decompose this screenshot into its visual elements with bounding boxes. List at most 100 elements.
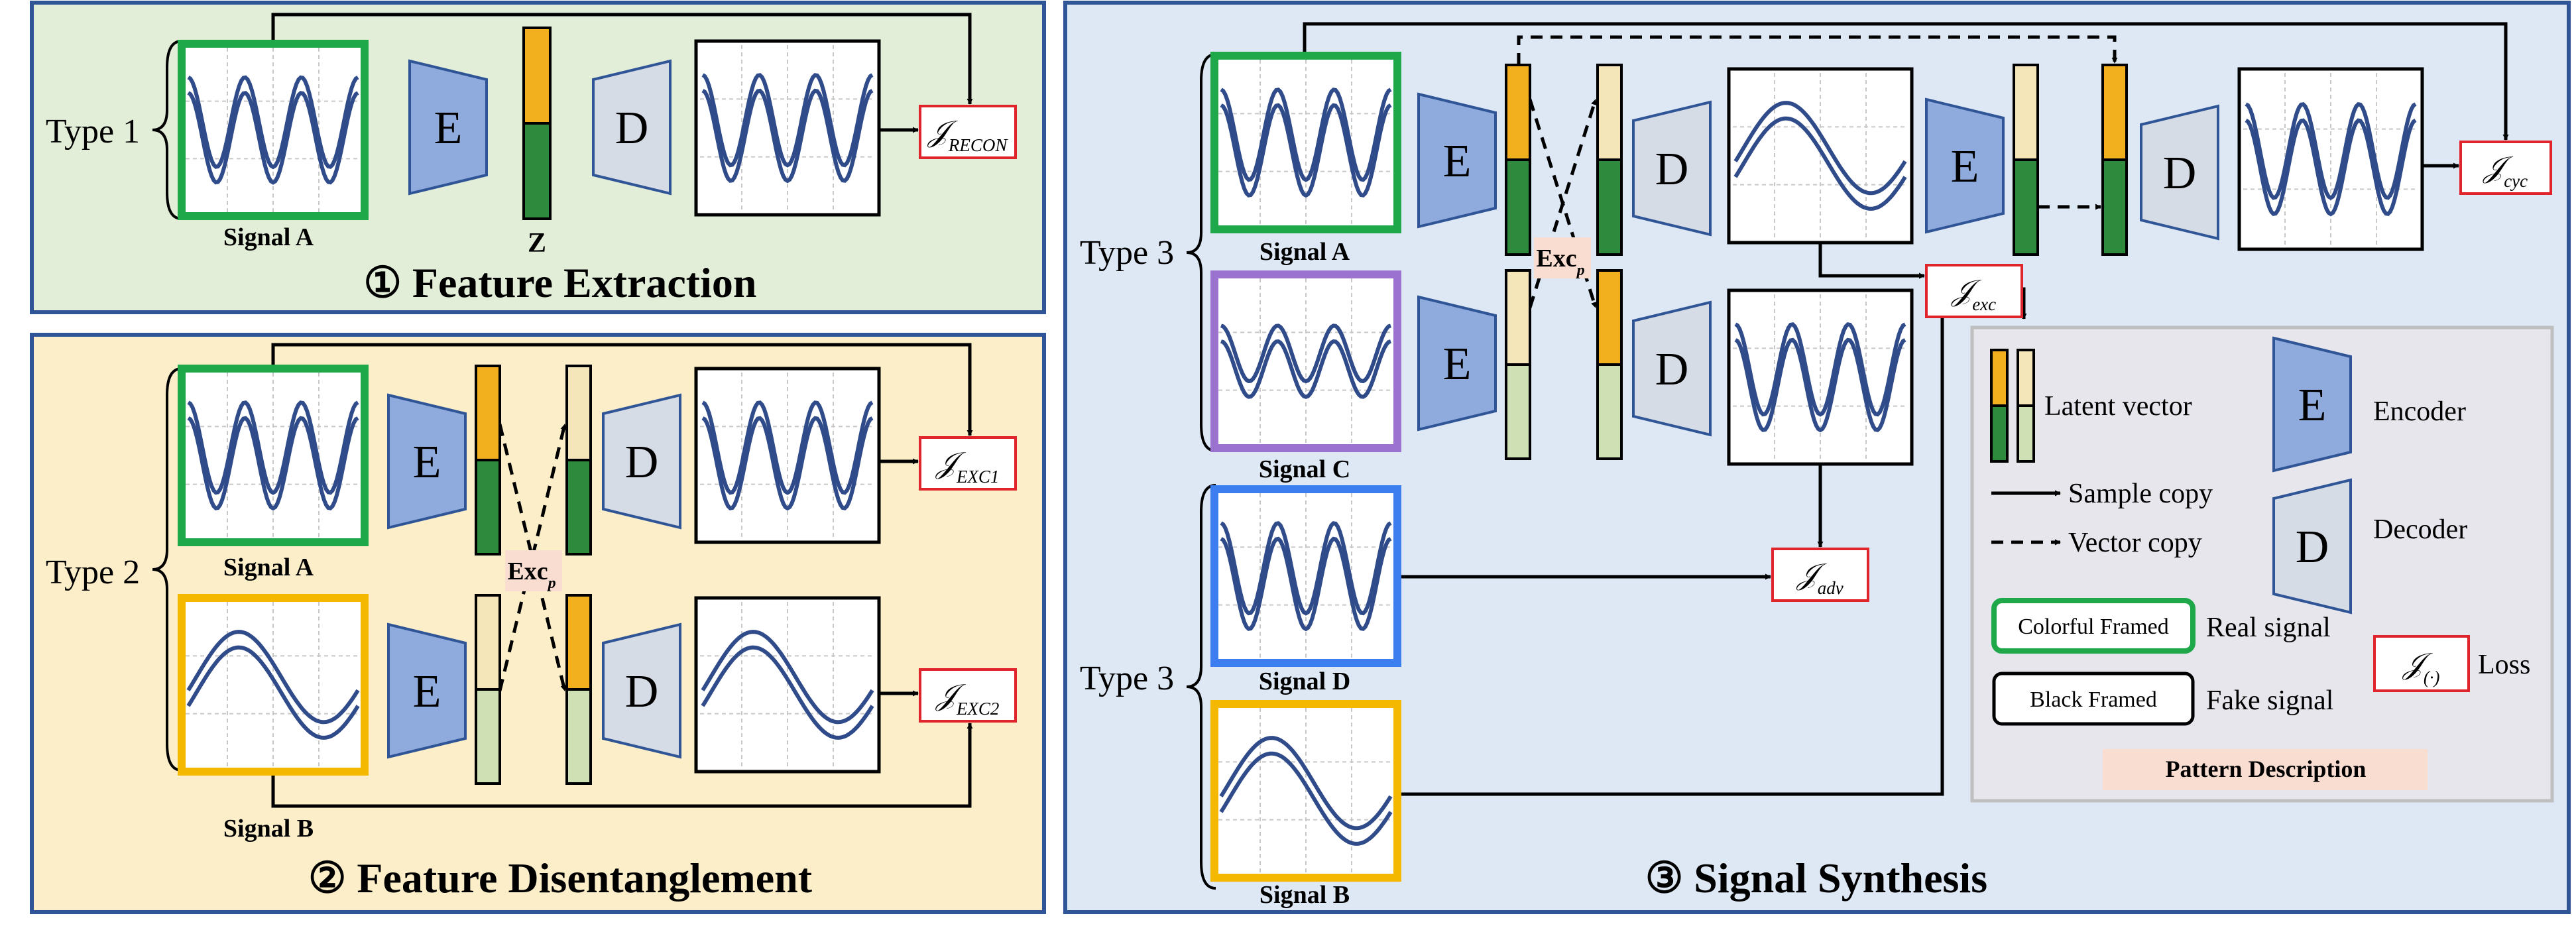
p3-latent-cyc-top xyxy=(2013,64,2039,161)
p2-recon-b-wave-0 xyxy=(701,630,874,725)
legend-encoder xyxy=(2272,336,2352,473)
legend-loss-box-label-sub: (·) xyxy=(2424,668,2440,687)
p2-signal-a-wave-0 xyxy=(187,400,359,495)
legend-encoder-label: Encoder xyxy=(2373,396,2466,427)
p1-encoder xyxy=(408,59,488,196)
p1-signal-a-label: Signal A xyxy=(223,223,314,251)
p3-exc-label: Excp xyxy=(1536,245,1584,279)
p3-exc-bg xyxy=(1534,237,1591,278)
p2-decoder-b xyxy=(602,622,681,759)
p3-loss-exc xyxy=(1925,264,2023,318)
p1-type-label: Type 1 xyxy=(46,113,140,150)
p2-encoder-b xyxy=(387,622,467,759)
p2-loss-exc2 xyxy=(919,668,1017,723)
legend-sample-copy-label: Sample copy xyxy=(2068,479,2213,509)
p1-signal-a-wave-0 xyxy=(187,75,359,170)
p3-encoder-c-letter: E xyxy=(1443,339,1472,390)
p3-brace-top xyxy=(1186,53,1216,452)
p3-type-label-bottom: Type 3 xyxy=(1080,660,1174,697)
p3-latent-a-bottom xyxy=(1505,158,1531,256)
p3-skip-cyc xyxy=(1303,22,2509,141)
p3-signal-c xyxy=(1210,270,1401,452)
p3-loss-cyc xyxy=(2459,141,2552,195)
p3-latent-c-top xyxy=(1505,269,1531,366)
p3-loss-adv xyxy=(1771,548,1869,602)
p1-signal-a xyxy=(178,40,369,220)
p2-latent-b-swap-top xyxy=(565,594,592,691)
p2-skip-b xyxy=(271,723,973,808)
p1-encoder-letter: E xyxy=(434,103,463,154)
p2-signal-b-label: Signal B xyxy=(223,815,314,843)
p2-signal-a-label: Signal A xyxy=(223,554,314,581)
p1-decoder xyxy=(592,59,672,196)
p3-signal-c-wave-0 xyxy=(1220,323,1391,384)
p1-recon-wave-1 xyxy=(701,88,874,184)
p2-brace xyxy=(152,367,182,772)
legend-loss-box xyxy=(2373,635,2470,692)
p1-latent-bottom xyxy=(522,122,552,220)
p1-loss-recon-label: 𝒥RECON xyxy=(927,115,1009,155)
p3-encoder-cyc-letter: E xyxy=(1951,141,1979,192)
p2-signal-b-grid xyxy=(186,602,361,768)
p3-vec-copy-top xyxy=(1517,35,2118,65)
p2-swap-ab xyxy=(498,424,567,691)
p3-exc-label-sub: p xyxy=(1576,262,1585,279)
p3-cyc-recon-wave-1 xyxy=(2245,118,2417,217)
p3-signal-d-wave-0 xyxy=(1220,521,1392,616)
p3-cyc-recon-wave-0 xyxy=(2245,102,2417,201)
legend-vector-copy-label: Vector copy xyxy=(2068,528,2202,558)
p2-loss-exc1 xyxy=(919,436,1017,491)
p2-swap-ba xyxy=(498,424,567,691)
p2-recon-b-grid xyxy=(700,602,875,768)
p3-type-label-top: Type 3 xyxy=(1080,234,1174,272)
p3-signal-b-wave-1 xyxy=(1219,751,1393,846)
p3-decoder-c xyxy=(1632,300,1712,437)
p2-exc-label-main: Exc xyxy=(507,557,548,585)
p3-latent-cyc-swap-bottom xyxy=(2101,158,2128,256)
p3-latent-c-swap-top xyxy=(1596,269,1623,366)
p3-gen-a-wave-0 xyxy=(1733,101,1907,196)
p2-encoder-a-letter: E xyxy=(413,437,441,488)
p2-loss-exc1-label: 𝒥EXC1 xyxy=(935,447,1000,487)
p2-latent-a-top xyxy=(475,365,501,461)
p3-gen-a xyxy=(1727,67,1914,245)
p1-latent-top xyxy=(522,27,552,125)
p3-latent-a-swap-top xyxy=(1596,64,1623,161)
p2-recon-a xyxy=(694,367,881,544)
p3-loss-exc-label-sub: exc xyxy=(1972,294,1996,314)
p2-decoder-b-letter: D xyxy=(625,666,659,717)
p2-exc-bg xyxy=(505,550,562,591)
p1-title: ① Feature Extraction xyxy=(364,259,757,306)
legend-real-signal-label: Real signal xyxy=(2206,613,2331,643)
p3-gen-a-grid xyxy=(1733,73,1908,239)
p1-decoder-letter: D xyxy=(615,103,649,154)
p3-encoder-a-letter: E xyxy=(1443,136,1472,187)
p3-signal-d-wave-1 xyxy=(1220,536,1392,632)
p2-encoder-a xyxy=(387,393,467,530)
p1-recon xyxy=(694,39,881,217)
p1-brace xyxy=(152,40,182,220)
p3-signal-b xyxy=(1210,700,1401,882)
p3-signal-c-label: Signal C xyxy=(1259,455,1350,483)
p3-signal-d xyxy=(1210,485,1401,667)
p2-latent-b-top xyxy=(475,594,501,691)
p3-gen-c-wave-0 xyxy=(1734,322,1906,417)
p3-loss-cyc-label: 𝒥cyc xyxy=(2483,151,2528,191)
p1-recon-wave-0 xyxy=(701,73,874,168)
p2-recon-a-wave-0 xyxy=(701,400,874,495)
p3-signal-c-wave-1 xyxy=(1220,339,1391,399)
p2-type-label: Type 2 xyxy=(46,554,140,591)
p3-latent-a-swap-bottom xyxy=(1596,158,1623,256)
legend-decoder xyxy=(2272,478,2352,615)
p2-skip-a xyxy=(271,343,973,436)
p2-recon-a-wave-1 xyxy=(701,416,874,511)
legend-pattern-label: Pattern Description xyxy=(2166,756,2367,782)
p3-latent-cyc-bottom xyxy=(2013,158,2039,256)
p3-decoder-cyc xyxy=(2140,104,2219,241)
p3-decoder-a xyxy=(1632,100,1712,237)
p2-latent-a-swap-bottom xyxy=(565,459,592,556)
legend-black-framed-box xyxy=(1992,672,2195,726)
legend-pattern-bg xyxy=(2103,749,2428,790)
p3-signal-b-wave-0 xyxy=(1219,736,1393,831)
